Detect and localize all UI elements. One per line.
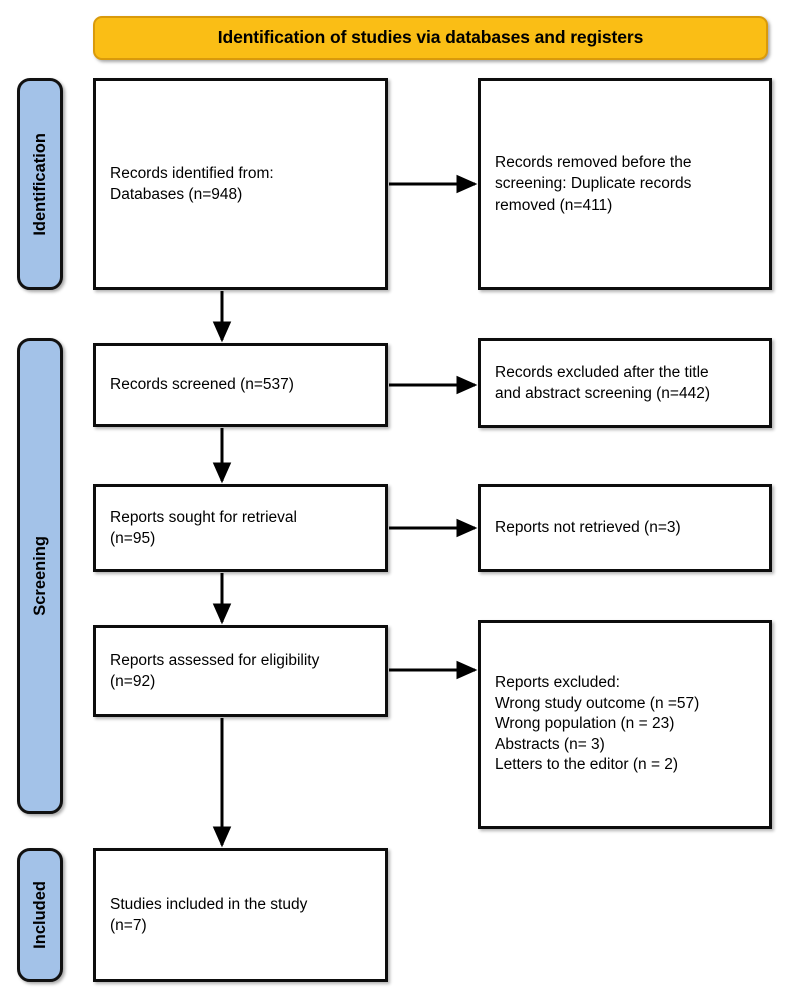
stage-label-identification: Identification [30, 132, 49, 236]
node-reports-assessed-text: Reports assessed for eligibility (n=92) [110, 651, 320, 690]
node-reports-assessed: Reports assessed for eligibility (n=92) [93, 625, 388, 717]
node-reports-not-retrieved: Reports not retrieved (n=3) [478, 484, 772, 572]
stage-pill-screening: Screening [17, 338, 63, 814]
node-records-identified: Records identified from: Databases (n=94… [93, 78, 388, 290]
node-records-screened: Records screened (n=537) [93, 343, 388, 427]
node-reports-sought-text: Reports sought for retrieval (n=95) [110, 508, 297, 547]
node-records-removed: Records removed before the screening: Du… [478, 78, 772, 290]
node-records-screened-text: Records screened (n=537) [110, 376, 294, 394]
stage-pill-identification: Identification [17, 78, 63, 290]
node-reports-excluded: Reports excluded: Wrong study outcome (n… [478, 620, 772, 829]
node-reports-not-retrieved-text: Reports not retrieved (n=3) [495, 519, 681, 537]
diagram-header-band: Identification of studies via databases … [93, 16, 768, 60]
node-reports-excluded-text: Reports excluded: Wrong study outcome (n… [495, 673, 700, 774]
stage-pill-included: Included [17, 848, 63, 982]
node-studies-included-text: Studies included in the study (n=7) [110, 895, 308, 934]
stage-label-screening: Screening [30, 536, 49, 616]
node-records-excluded-title-abstract-text: Records excluded after the title and abs… [495, 363, 710, 402]
stage-label-included: Included [30, 881, 49, 949]
node-reports-sought: Reports sought for retrieval (n=95) [93, 484, 388, 572]
node-records-identified-text: Records identified from: Databases (n=94… [110, 164, 274, 203]
node-studies-included: Studies included in the study (n=7) [93, 848, 388, 982]
node-records-removed-text: Records removed before the screening: Du… [495, 153, 692, 214]
diagram-title: Identification of studies via databases … [217, 27, 644, 48]
node-records-excluded-title-abstract: Records excluded after the title and abs… [478, 338, 772, 428]
